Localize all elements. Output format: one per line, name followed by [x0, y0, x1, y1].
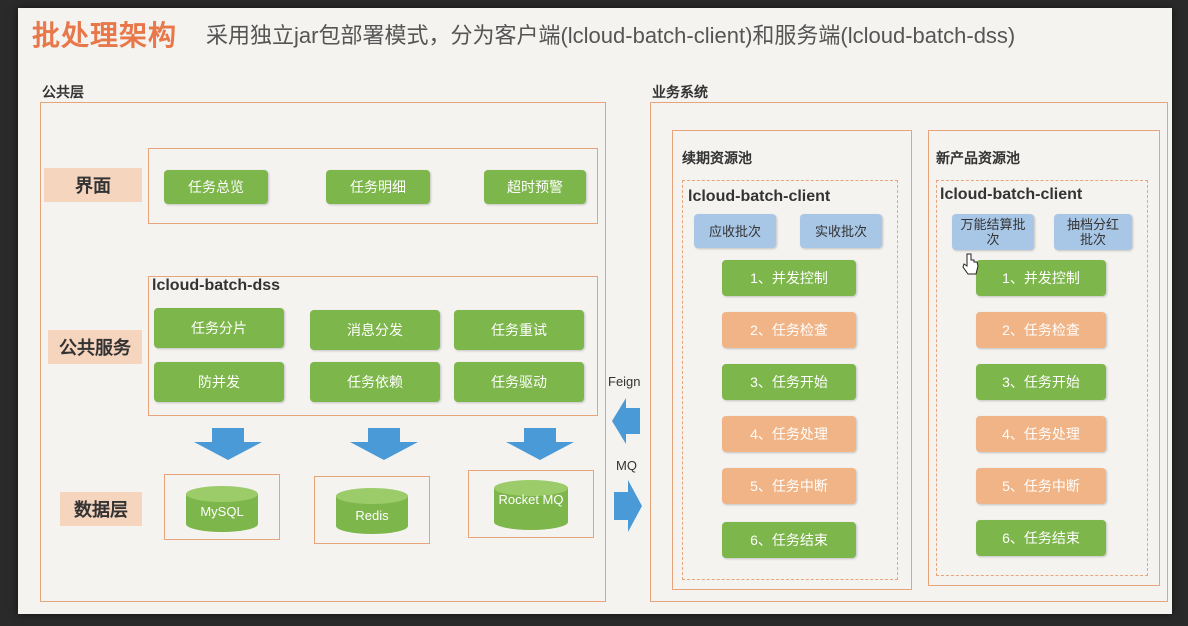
pool-renewal-step-4: 4、任务处理: [722, 416, 856, 452]
batch-received: 实收批次: [800, 214, 882, 248]
pool-renewal-step-2: 2、任务检查: [722, 312, 856, 348]
database-icon: [186, 486, 258, 532]
pool-renewal-step-6: 6、任务结束: [722, 522, 856, 558]
pool-newproduct-step-3: 3、任务开始: [976, 364, 1106, 400]
down-arrow-icon: [350, 428, 418, 460]
service-row-label: 公共服务: [48, 330, 142, 364]
pool-newproduct-client-title: lcloud-batch-client: [940, 186, 1083, 203]
rocketmq-box: [468, 470, 594, 538]
down-arrow-icon: [194, 428, 262, 460]
page-title: 批处理架构: [32, 20, 178, 51]
left-arrow-icon: [612, 398, 640, 444]
ui-row-label: 界面: [44, 168, 142, 202]
pool-renewal-step-3: 3、任务开始: [722, 364, 856, 400]
ui-item-overview: 任务总览: [164, 170, 268, 204]
public-layer-box: [40, 102, 606, 602]
pool-renewal-step-5: 5、任务中断: [722, 468, 856, 504]
service-item-sharding: 任务分片: [154, 308, 284, 348]
pool-newproduct-client: [936, 180, 1148, 576]
data-row-label: 数据层: [60, 492, 142, 526]
slide: 批处理架构 采用独立jar包部署模式，分为客户端(lcloud-batch-cl…: [18, 8, 1172, 614]
feign-label: Feign: [608, 374, 641, 389]
pool-newproduct-step-6: 6、任务结束: [976, 520, 1106, 556]
service-item-retry: 任务重试: [454, 310, 584, 350]
mysql-box: [164, 474, 280, 540]
page-subtitle: 采用独立jar包部署模式，分为客户端(lcloud-batch-client)和…: [206, 23, 1016, 48]
pool-renewal-client: [682, 180, 898, 580]
mq-label: MQ: [616, 458, 637, 473]
pool-newproduct: [928, 130, 1160, 586]
down-arrow-icon: [506, 428, 574, 460]
service-item-driver: 任务驱动: [454, 362, 584, 402]
dss-box-title: lcloud-batch-dss: [152, 277, 281, 294]
pool-renewal: [672, 130, 912, 590]
hand-cursor-icon: [962, 253, 979, 275]
ui-row-box: [148, 148, 598, 224]
pool-newproduct-step-1: 1、并发控制: [976, 260, 1106, 296]
ui-item-timeout: 超时预警: [484, 170, 586, 204]
service-item-dispatch: 消息分发: [310, 310, 440, 350]
down-arrows: [194, 428, 574, 460]
pool-newproduct-step-4: 4、任务处理: [976, 416, 1106, 452]
store-redis: Redis: [355, 508, 389, 523]
service-row-box: [148, 276, 598, 416]
redis-box: [314, 476, 430, 544]
ui-item-detail: 任务明细: [326, 170, 430, 204]
pool-renewal-client-title: lcloud-batch-client: [688, 188, 831, 205]
batch-dividend: 抽档分红批次: [1054, 214, 1132, 250]
pool-newproduct-step-2: 2、任务检查: [976, 312, 1106, 348]
right-arrow-icon: [614, 480, 642, 532]
database-icon: [494, 480, 568, 530]
business-box: [650, 102, 1168, 602]
store-mysql: MySQL: [200, 504, 244, 519]
store-rocketmq: Rocket MQ: [498, 492, 564, 507]
service-item-anticoncurrency: 防并发: [154, 362, 284, 402]
pool-renewal-step-1: 1、并发控制: [722, 260, 856, 296]
public-layer-label: 公共层: [42, 84, 84, 100]
pool-newproduct-title: 新产品资源池: [936, 150, 1020, 166]
service-item-dependency: 任务依赖: [310, 362, 440, 402]
pool-renewal-title: 续期资源池: [682, 150, 752, 166]
pool-newproduct-step-5: 5、任务中断: [976, 468, 1106, 504]
batch-receivable: 应收批次: [694, 214, 776, 248]
database-icon: [336, 488, 408, 534]
business-label: 业务系统: [652, 84, 708, 100]
batch-universal-settlement: 万能结算批次: [952, 214, 1034, 250]
